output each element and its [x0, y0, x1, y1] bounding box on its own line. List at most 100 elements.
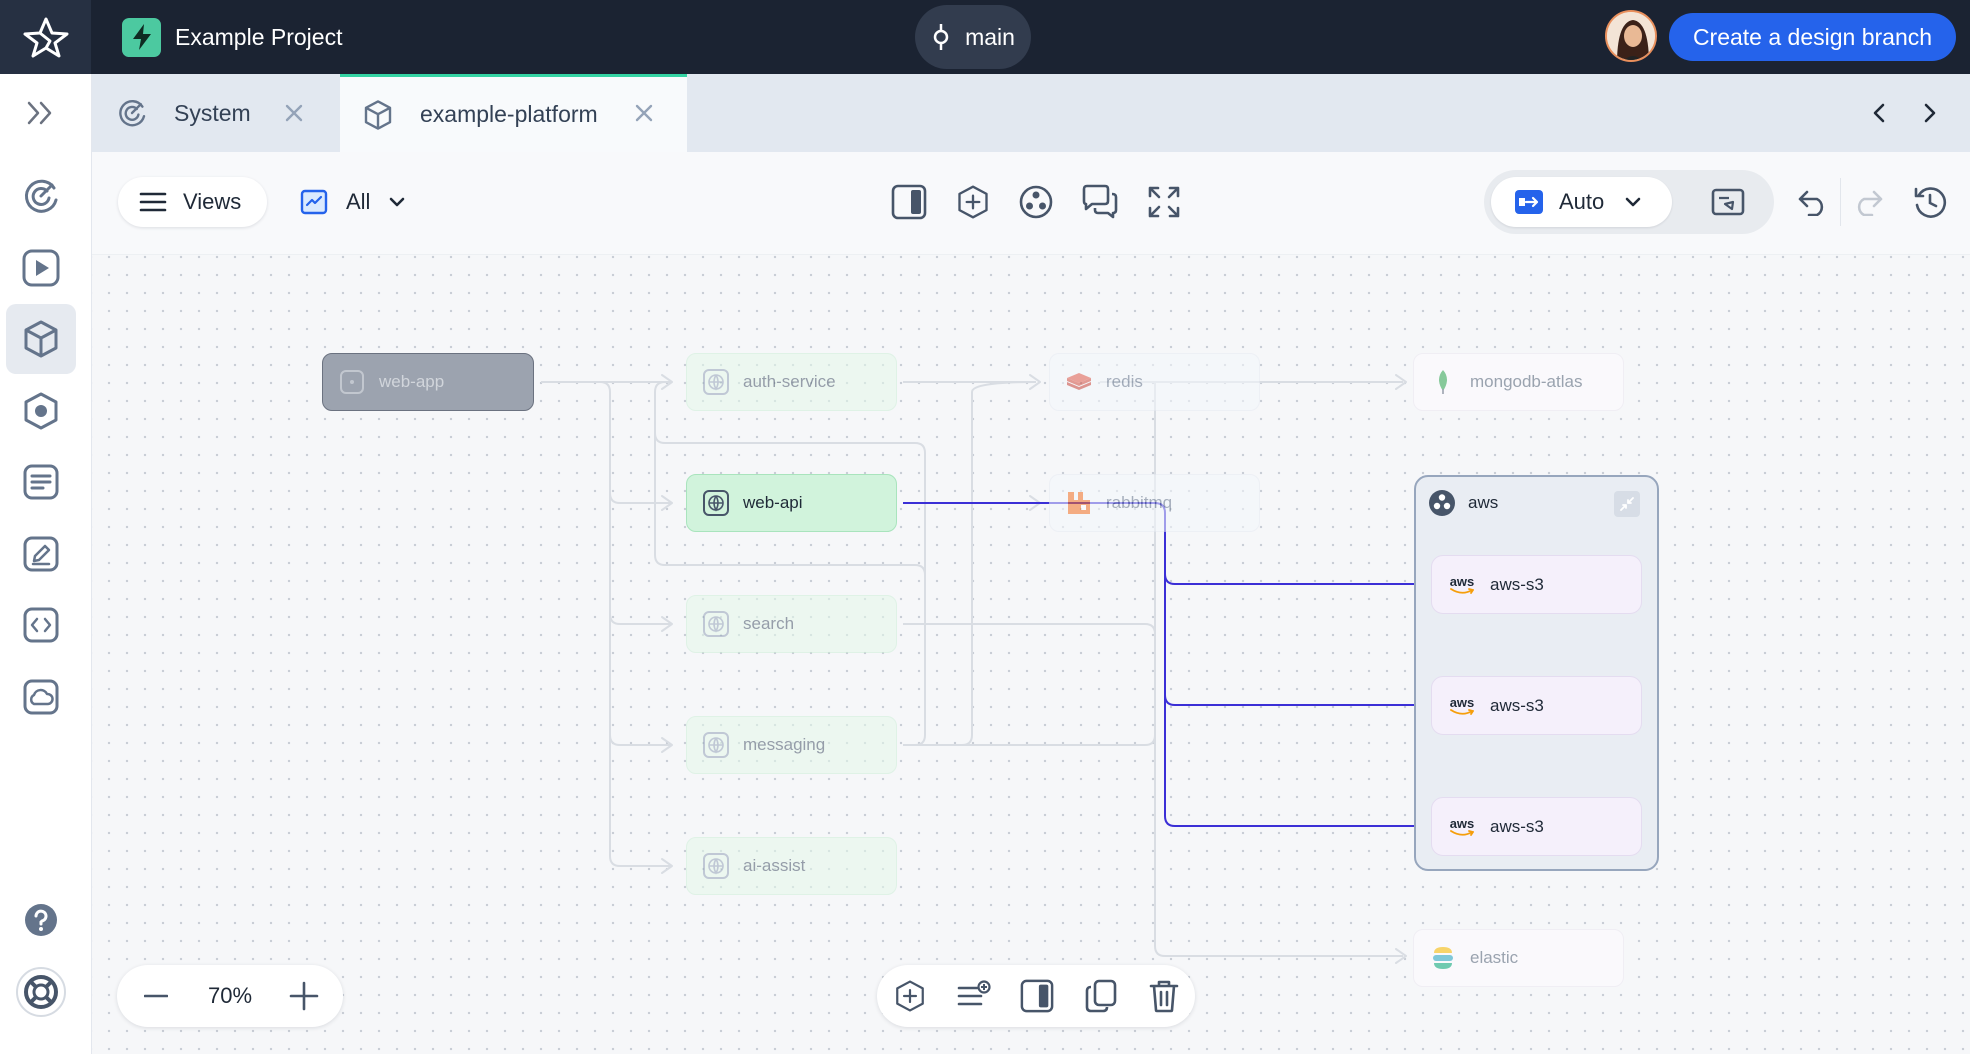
sidebar-support-button[interactable]	[6, 957, 76, 1027]
redis-icon	[1066, 369, 1092, 395]
node-aws-s3[interactable]: aws aws-s3	[1431, 555, 1642, 614]
tab-example-platform[interactable]: example-platform	[340, 74, 687, 152]
create-design-branch-button[interactable]: Create a design branch	[1669, 13, 1956, 61]
sidebar	[0, 74, 92, 1054]
edge-cross-1	[654, 381, 926, 746]
node-label: auth-service	[743, 372, 836, 391]
sidebar-item-design[interactable]	[6, 519, 76, 589]
node-ai-assist[interactable]: ai-assist	[686, 837, 897, 895]
delete-button[interactable]	[1145, 977, 1183, 1015]
sidebar-expand-button[interactable]	[6, 78, 76, 148]
node-web-api[interactable]: web-api	[686, 474, 897, 532]
elastic-icon	[1430, 945, 1456, 971]
globe-icon	[703, 732, 729, 758]
node-label: elastic	[1470, 948, 1519, 967]
node-mongodb-atlas[interactable]: mongodb-atlas	[1413, 353, 1624, 411]
collapse-group-button[interactable]	[1614, 491, 1640, 517]
aws-logo-icon: aws	[1448, 696, 1476, 716]
project-icon	[122, 17, 161, 57]
node-elastic[interactable]: elastic	[1413, 929, 1624, 987]
node-aws-s3[interactable]: aws aws-s3	[1431, 676, 1642, 735]
node-label: redis	[1106, 372, 1143, 391]
toggle-panel-button[interactable]	[885, 178, 933, 226]
avatar-portrait-icon	[1607, 12, 1655, 60]
layout-screen-icon	[1711, 188, 1745, 216]
panel-icon	[891, 184, 927, 220]
sidebar-item-services[interactable]	[6, 376, 76, 446]
node-messaging[interactable]: messaging	[686, 716, 897, 774]
pen-square-icon	[23, 536, 59, 572]
sidebar-item-dashboard[interactable]	[6, 161, 76, 231]
node-web-app[interactable]: web-app	[322, 353, 534, 411]
node-aws-s3[interactable]: aws aws-s3	[1431, 797, 1642, 856]
close-tab-icon[interactable]	[634, 103, 654, 123]
view-filter-dropdown[interactable]: All	[300, 182, 406, 222]
node-label: messaging	[743, 735, 826, 754]
view-filter-label: All	[346, 189, 371, 214]
node-redis[interactable]: redis	[1049, 353, 1260, 411]
copy-icon	[1085, 979, 1117, 1013]
app-logo[interactable]	[0, 0, 91, 74]
lifebuoy-icon	[16, 967, 66, 1017]
sidebar-help-button[interactable]	[6, 885, 76, 955]
menu-icon	[139, 192, 167, 212]
group-icon	[1429, 490, 1455, 516]
node-search[interactable]: search	[686, 595, 897, 653]
auto-layout-icon	[1515, 190, 1543, 214]
gauge-icon	[24, 179, 58, 213]
fullscreen-icon	[1148, 186, 1180, 218]
group-dots-icon	[1019, 185, 1053, 219]
rabbitmq-icon	[1066, 490, 1092, 516]
tab-system[interactable]: System	[92, 74, 340, 152]
edge-cross-2	[654, 433, 926, 576]
add-property-button[interactable]	[955, 977, 993, 1015]
git-commit-icon	[933, 24, 949, 50]
layout-settings-button[interactable]	[1704, 178, 1752, 226]
close-tab-icon[interactable]	[284, 103, 304, 123]
cube-icon	[24, 320, 58, 358]
sidebar-item-play[interactable]	[6, 233, 76, 303]
undo-button[interactable]	[1789, 178, 1837, 226]
add-group-button[interactable]	[1012, 178, 1060, 226]
globe-icon	[703, 369, 729, 395]
layout-mode-dropdown[interactable]: Auto	[1491, 177, 1672, 227]
node-label: ai-assist	[743, 856, 806, 875]
minus-icon	[144, 994, 168, 998]
mongodb-leaf-icon	[1430, 369, 1456, 395]
sidebar-item-code[interactable]	[6, 590, 76, 660]
tab-scroll-right-button[interactable]	[1917, 100, 1943, 126]
gauge-icon	[116, 97, 148, 129]
add-node-button[interactable]	[891, 977, 929, 1015]
views-button[interactable]: Views	[118, 177, 267, 227]
tab-label: System	[174, 99, 251, 126]
globe-icon	[703, 853, 729, 879]
redo-button[interactable]	[1844, 178, 1892, 226]
chevron-down-icon	[1625, 197, 1641, 207]
tab-scroll-left-button[interactable]	[1866, 100, 1892, 126]
zoom-in-button[interactable]	[287, 979, 321, 1013]
globe-icon	[703, 490, 729, 516]
fullscreen-button[interactable]	[1140, 178, 1188, 226]
aws-logo-icon: aws	[1448, 817, 1476, 837]
sidebar-item-components[interactable]	[6, 304, 76, 374]
node-rabbitmq[interactable]: rabbitmq	[1049, 474, 1260, 532]
comments-button[interactable]	[1076, 178, 1124, 226]
sidebar-item-cloud[interactable]	[6, 662, 76, 732]
node-auth-service[interactable]: auth-service	[686, 353, 897, 411]
trash-icon	[1149, 980, 1179, 1013]
toggle-panel-button[interactable]	[1018, 977, 1056, 1015]
duplicate-button[interactable]	[1082, 977, 1120, 1015]
globe-icon	[703, 611, 729, 637]
edge-webapp-trunk	[541, 381, 672, 867]
sidebar-item-docs[interactable]	[6, 447, 76, 517]
user-avatar[interactable]	[1605, 10, 1657, 62]
project-switcher[interactable]: Example Project	[122, 17, 342, 57]
edge-to-elastic	[1154, 381, 1403, 957]
history-button[interactable]	[1906, 178, 1954, 226]
branch-selector[interactable]: main	[915, 5, 1031, 69]
edge-webapi-s3-3	[1164, 695, 1424, 827]
add-node-button[interactable]	[949, 178, 997, 226]
web-app-icon	[339, 369, 365, 395]
zoom-out-button[interactable]	[139, 979, 173, 1013]
selection-action-bar	[877, 965, 1195, 1027]
